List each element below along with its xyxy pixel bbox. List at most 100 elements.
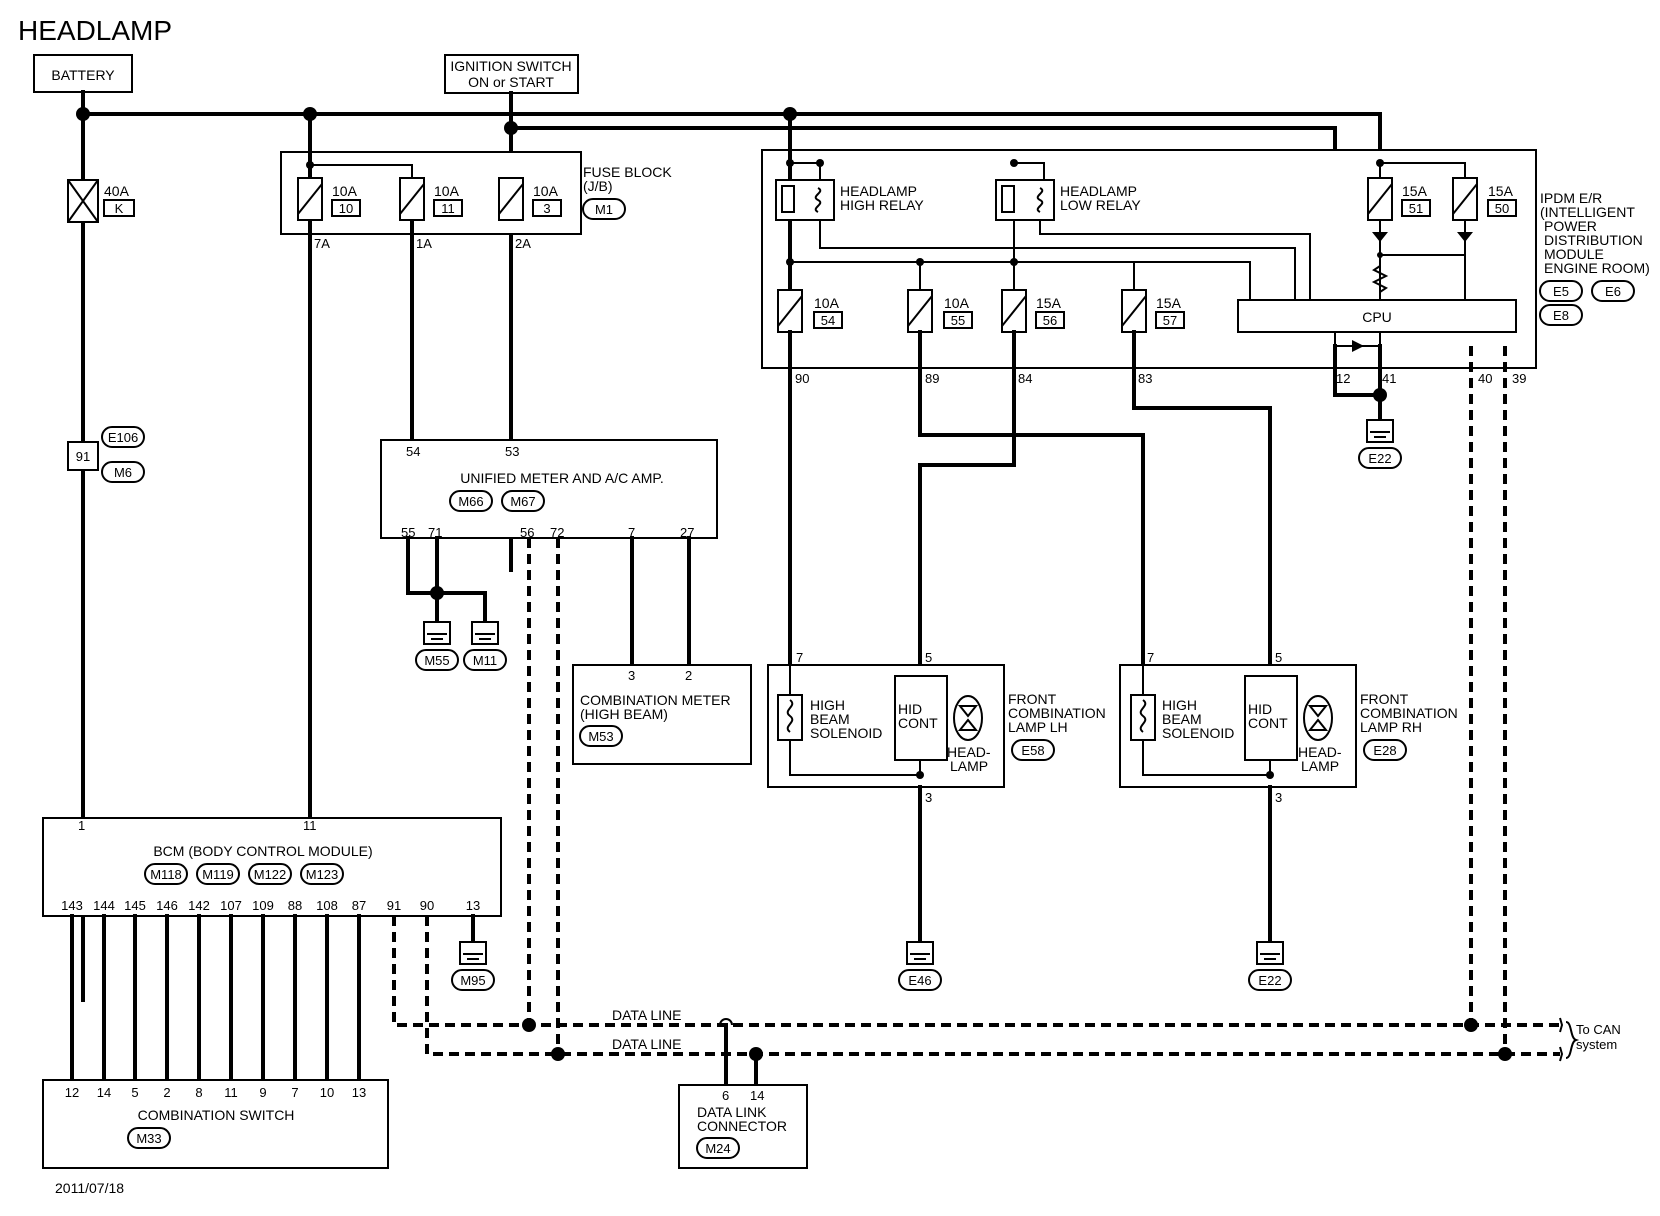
fuse-56-number: 56	[1043, 313, 1057, 328]
combination-switch-wires	[70, 914, 361, 1082]
fuse-block-label-1: FUSE BLOCK	[583, 164, 672, 180]
ignition-label-2: ON or START	[468, 74, 554, 90]
meter-pin-7: 7	[628, 525, 635, 540]
fuse-50-rating: 15A	[1488, 183, 1514, 199]
connector-m119-label: M119	[202, 867, 234, 882]
fuse-55-rating: 10A	[944, 295, 970, 311]
fuse-3-number-box	[532, 199, 562, 217]
bcm-ground-label: M95	[460, 973, 485, 988]
switch-pin-14: 14	[97, 1085, 111, 1100]
ipdm-pin-89: 89	[925, 371, 939, 386]
can-label-1: To CAN	[1576, 1022, 1621, 1037]
low-relay-label-2: LOW RELAY	[1060, 197, 1141, 213]
can-brace-icon	[1565, 1021, 1580, 1059]
ipdm-pin-12: 12	[1336, 371, 1350, 386]
fuse-feed-wires	[919, 262, 1135, 290]
fuse-3-out-pin: 2A	[515, 236, 531, 251]
ipdm-pin-83: 83	[1138, 371, 1152, 386]
junction-dot	[786, 258, 794, 266]
bcm-pin-1: 1	[78, 818, 85, 833]
junction-dot	[306, 161, 314, 169]
junction-dot	[76, 107, 90, 121]
lamp-rh-pin-5: 5	[1275, 650, 1282, 665]
data-line-label-1: DATA LINE	[612, 1007, 682, 1023]
junction-dot	[1376, 159, 1384, 167]
fuse-11-number: 11	[441, 201, 455, 216]
lamp-lh-pin-7: 7	[796, 650, 803, 665]
fuse-57-number: 57	[1163, 313, 1177, 328]
bcm-pin-88: 88	[288, 898, 302, 913]
lamp-lh-label-2: COMBINATION	[1008, 705, 1106, 721]
fuse-55-number-box	[943, 311, 973, 329]
lamp-lh-label-1: FRONT	[1008, 691, 1057, 707]
junction-dot	[1377, 252, 1383, 258]
connector-e6-label: E6	[1605, 284, 1621, 299]
data-link-wires	[724, 1023, 758, 1087]
ipdm-pin-90: 90	[795, 371, 809, 386]
lamp-rh-hid-1: HID	[1248, 701, 1272, 717]
bcm-box	[42, 817, 502, 917]
ipdm-label-2: (INTELLIGENT	[1540, 204, 1635, 220]
junction-dot	[786, 159, 794, 167]
low-beam-rh-wire	[1132, 330, 1272, 667]
junction-dot	[1010, 258, 1018, 266]
junction-dot	[1464, 1018, 1478, 1032]
headlamp-icon	[1303, 695, 1333, 741]
meter-label: UNIFIED METER AND A/C AMP.	[460, 470, 664, 486]
switch-pin-8: 8	[195, 1085, 202, 1100]
fuse-57-rating: 15A	[1156, 295, 1182, 311]
lamp-rh-box	[1119, 664, 1357, 788]
connector-e28-label: E28	[1373, 743, 1396, 758]
unified-meter-box	[380, 439, 718, 539]
connector-m67-label: M67	[510, 494, 535, 509]
connector-e28	[1363, 739, 1407, 761]
bcm-label: BCM (BODY CONTROL MODULE)	[153, 843, 372, 859]
fuse-54-rating: 10A	[814, 295, 840, 311]
fuse-51-number-box	[1401, 199, 1431, 217]
connector-m118	[144, 863, 188, 885]
lamp-lh-solenoid-2: BEAM	[810, 711, 850, 727]
battery-bus-wire	[81, 112, 1382, 167]
ground-icon	[1366, 419, 1394, 443]
fuse-57-symbol	[1121, 289, 1147, 333]
junction-dot	[816, 159, 824, 167]
junction-dot	[1373, 388, 1387, 402]
connector-m119	[196, 863, 240, 885]
fuse-11-number-box	[433, 199, 463, 217]
connector-m122	[248, 863, 292, 885]
connector-m53-label: M53	[588, 729, 613, 744]
connector-e22-rh	[1248, 969, 1292, 991]
main-fuse-cross	[67, 179, 99, 223]
combination-switch-label: COMBINATION SWITCH	[138, 1107, 295, 1123]
meter-ground-m55: M55	[424, 653, 449, 668]
meter-pin-56: 56	[520, 525, 534, 540]
ipdm-label-5: MODULE	[1544, 246, 1604, 262]
lamp-rh-ground: E22	[1258, 973, 1281, 988]
bcm-pin-11: 11	[303, 818, 317, 833]
bcm-pin-142: 142	[188, 898, 210, 913]
cpu-label: CPU	[1362, 309, 1392, 325]
fuse-10-out-pin: 7A	[314, 236, 330, 251]
connector-e106	[101, 426, 145, 448]
high-beam-rh-wire	[918, 330, 1145, 667]
fuse-57-number-box	[1155, 311, 1185, 329]
fuse-3-rating: 10A	[533, 183, 559, 199]
bcm-pin-144: 144	[93, 898, 115, 913]
fuse-10-number-box	[331, 199, 361, 217]
battery-label: BATTERY	[51, 67, 115, 83]
wire-crossover	[719, 1018, 733, 1026]
bcm-pin-91: 91	[387, 898, 401, 913]
ground-icon	[423, 621, 451, 645]
meter-ground-wires	[406, 536, 487, 624]
switch-pin-5: 5	[131, 1085, 138, 1100]
ipdm-label-1: IPDM E/R	[1540, 190, 1602, 206]
fuse-11-out-pin: 1A	[416, 236, 432, 251]
connector-m33	[127, 1127, 171, 1149]
data-link-pin-14: 14	[750, 1088, 764, 1103]
battery-box	[33, 54, 133, 93]
connector-m66-label: M66	[458, 494, 483, 509]
bcm-pin-146: 146	[156, 898, 178, 913]
fuse-56-number-box	[1035, 311, 1065, 329]
